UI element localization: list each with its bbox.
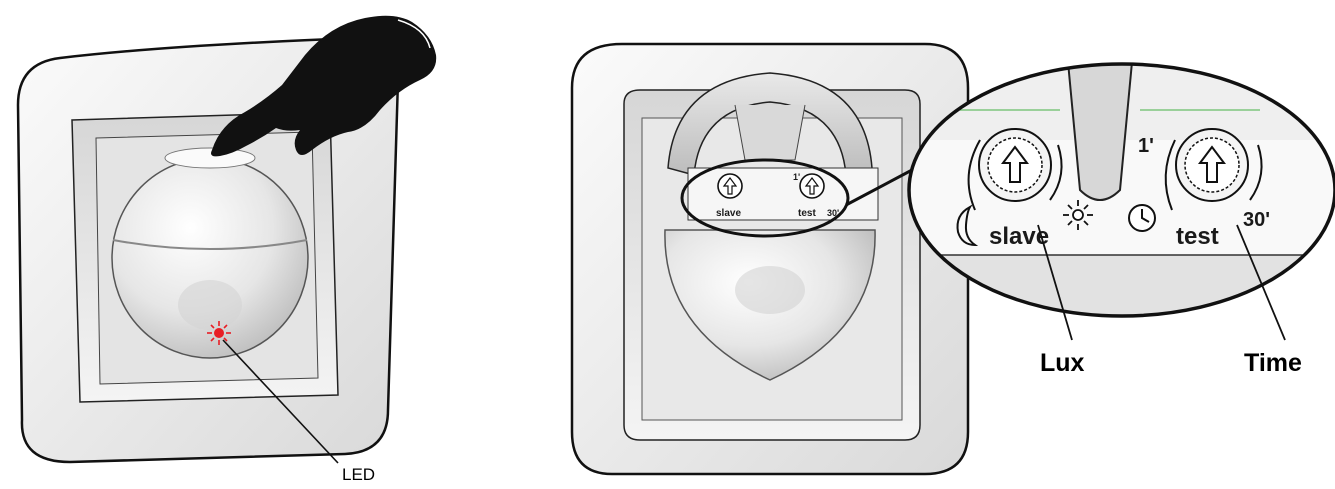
small-time-dial [800,174,824,198]
small-min-time-text: 1' [793,172,800,182]
left-device: LED [18,16,436,484]
led-label: LED [342,465,375,484]
test-text: test [1176,223,1219,250]
lux-dial[interactable] [979,129,1051,201]
min-time-text: 1' [1138,135,1154,157]
small-test-text: test [798,208,816,219]
zoom-detail: slave 1' test 30' [905,60,1335,320]
lux-label: Lux [1040,349,1085,377]
small-lux-dial [718,174,742,198]
clock-icon [1129,205,1155,231]
small-slave-text: slave [716,208,741,219]
right-device: slave test 1' 30' [572,44,968,474]
slave-text: slave [989,223,1049,250]
max-time-text: 30' [1243,209,1270,231]
time-label: Time [1244,349,1302,377]
time-dial[interactable] [1176,129,1248,201]
